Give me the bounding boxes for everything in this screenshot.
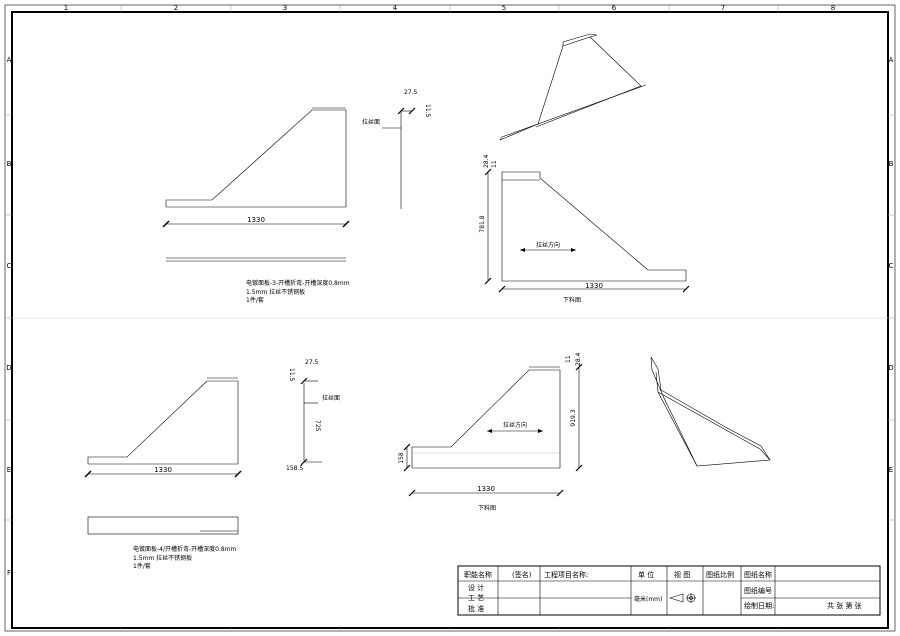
panel2-bottom-view: [87, 516, 239, 535]
panel1-side-dim: 11.5: [424, 104, 431, 118]
tb-scale-label: 图纸比例: [706, 570, 734, 579]
panel1-blank-pattern: [501, 171, 687, 282]
panel1-blank-dimensions: 781.8 28.4 11 1330 拉丝方向 下料图: [479, 154, 690, 304]
panel2-blank-width: 1330: [477, 485, 495, 493]
row-label: F: [7, 569, 11, 577]
tb-approve-label: 批 准: [468, 604, 484, 613]
row-label: B: [889, 160, 894, 168]
tb-view-label: 视 图: [674, 570, 690, 579]
row-label: C: [889, 262, 894, 270]
row-label: E: [7, 466, 11, 474]
panel1-grain-direction: 拉丝方向: [536, 241, 560, 249]
tb-signature-label: (签名): [512, 570, 532, 579]
panel2-blank-dim-a: 11: [565, 355, 572, 363]
panel1-blank-dim-b: 11: [491, 160, 498, 168]
tb-drawing-number-label: 图纸编号: [744, 586, 772, 595]
row-labels: A B C D E F A B C D E: [6, 56, 893, 577]
panel1-side-top-dim: 27.5: [404, 89, 418, 96]
drawing-frame: [11, 11, 889, 629]
panel2-notes: 电镀面板-4/开槽折弯-开槽深度0.8mm 1.5mm 拉丝不锈钢板 1件/套: [133, 545, 237, 570]
panel1-blank-dim-a: 28.4: [483, 154, 490, 168]
col-label: 8: [831, 4, 835, 12]
panel1-notes: 电镀面板-3-开槽折弯-开槽深度0.8mm 1.5mm 拉丝不锈钢板 1件/套: [246, 279, 350, 304]
panel1-brushed-face: 拉丝面: [362, 118, 380, 126]
col-label: 7: [721, 4, 725, 12]
col-label: 4: [393, 4, 398, 12]
panel1-blank-width: 1330: [585, 282, 603, 290]
row-label: D: [888, 364, 893, 372]
row-label: D: [6, 364, 11, 372]
panel2-isometric-view: [650, 356, 771, 467]
panel2-note-qty: 1件/套: [133, 562, 151, 570]
tb-project-label: 工程项目名称:: [544, 570, 588, 579]
panel2-width-label: 1330: [154, 466, 172, 474]
panel1-blank-caption: 下料图: [563, 296, 581, 304]
panel2-blank-dimensions: 11 28.4 919.3 158 1330 拉丝方向 下料图: [398, 352, 583, 512]
panel2-side-left-dim: 11.5: [288, 368, 295, 382]
row-label: E: [889, 466, 893, 474]
panel2-side-view: 27.5 11.5 拉丝面 725 158.5: [286, 359, 340, 472]
panel2-blank-height: 919.3: [570, 409, 577, 426]
tb-draw-date-label: 绘制日期:: [744, 601, 774, 610]
tb-unit-label: 单 位: [638, 570, 654, 579]
tb-role-label: 职能名称: [464, 570, 492, 579]
title-block: 职能名称 (签名) 工程项目名称: 单 位 视 图 图纸比例 图纸名称 设 计 …: [457, 565, 881, 616]
panel1-blank-height: 781.8: [479, 215, 486, 232]
panel1-isometric-view: [499, 33, 647, 141]
row-label: B: [7, 160, 12, 168]
panel2-blank-left: 158: [398, 452, 405, 464]
panel1-width-dimension: 1330: [162, 216, 350, 228]
panel2-side-height: 725: [314, 420, 321, 432]
panel1-note-material: 1.5mm 拉丝不锈钢板: [246, 288, 305, 296]
column-labels: 1 2 3 4 5 6 7 8: [64, 4, 835, 12]
tb-sheets-label: 共 张 第 张: [827, 601, 862, 610]
tb-unit-value: 毫米(mm): [634, 595, 662, 603]
col-label: 5: [502, 4, 506, 12]
row-label: A: [889, 56, 894, 64]
panel2-width-dimension: 1330: [84, 466, 242, 478]
panel2-note-material: 1.5mm 拉丝不锈钢板: [133, 554, 192, 562]
tb-process-label: 工 艺: [468, 594, 484, 602]
panel1-front-view: [165, 107, 347, 208]
projection-symbol-icon: [668, 593, 696, 603]
panel2-front-view: [87, 377, 239, 465]
panel1-width-label: 1330: [247, 216, 265, 224]
panel2-blank-caption: 下料图: [478, 504, 496, 512]
panel2-note-title: 电镀面板-4/开槽折弯-开槽深度0.8mm: [133, 545, 237, 553]
panel1-note-title: 电镀面板-3-开槽折弯-开槽深度0.8mm: [246, 279, 350, 287]
panel2-brushed-face: 拉丝面: [322, 394, 340, 402]
row-label: A: [7, 56, 12, 64]
panel2-side-bottom-dim: 158.5: [286, 465, 303, 472]
panel2-blank-pattern: [411, 366, 561, 469]
col-label: 6: [612, 4, 617, 12]
col-label: 2: [174, 4, 178, 12]
panel2-grain-direction: 拉丝方向: [503, 421, 527, 429]
panel1-note-qty: 1件/套: [246, 296, 264, 304]
tb-design-label: 设 计: [468, 583, 484, 592]
panel2-side-top-dim: 27.5: [305, 359, 319, 366]
zone-ticks: [5, 5, 895, 631]
row-label: C: [7, 262, 12, 270]
panel1-side-view: 27.5 11.5 拉丝面: [362, 89, 431, 209]
tb-drawing-name-label: 图纸名称: [744, 570, 772, 579]
panel2-blank-dim-b: 28.4: [575, 352, 582, 366]
panel1-bottom-view: [166, 257, 346, 262]
col-label: 3: [283, 4, 287, 12]
col-label: 1: [64, 4, 68, 12]
